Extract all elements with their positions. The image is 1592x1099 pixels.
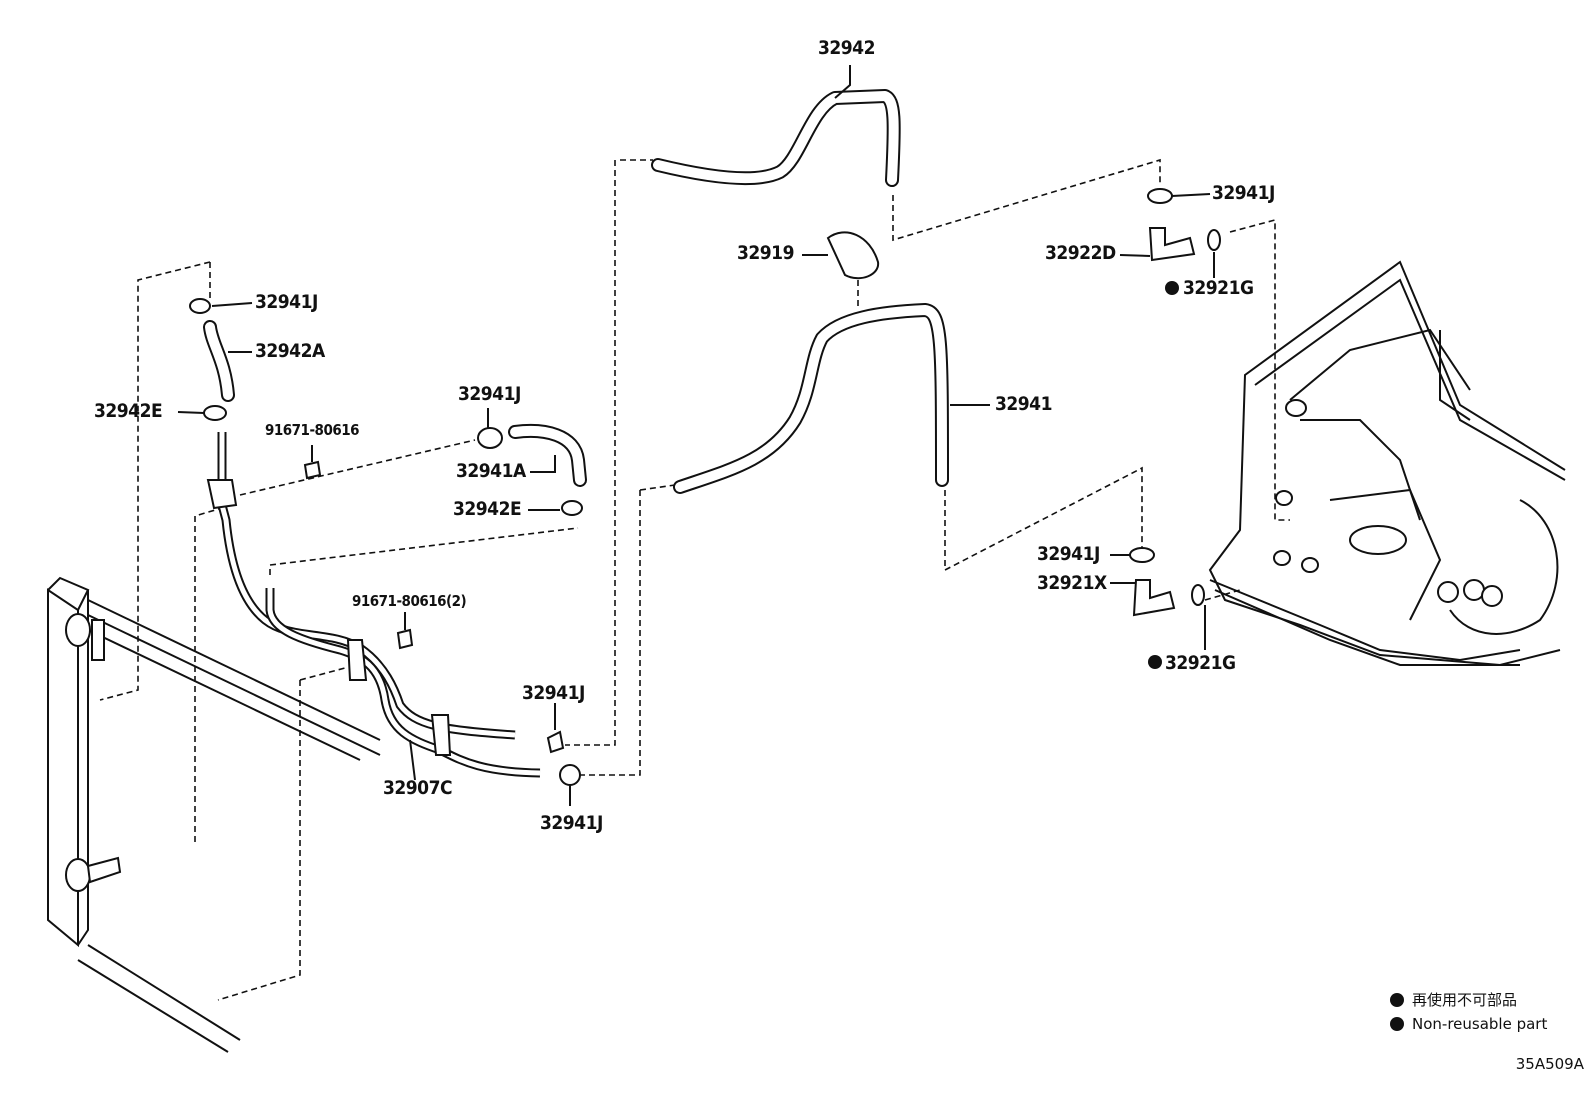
label-32941: 32941 <box>995 393 1052 415</box>
label-32941J-left-top: 32941J <box>255 291 318 313</box>
label-91671-80616-2: 91671-80616(2) <box>352 592 467 610</box>
bullet-icon <box>1390 993 1404 1007</box>
hose-32941A <box>508 423 587 487</box>
radiator <box>47 576 381 1053</box>
label-32942A: 32942A <box>255 340 325 362</box>
tube-assembly-32907C <box>206 432 541 778</box>
label-32941J-bottom-lower: 32941J <box>540 812 603 834</box>
bullet-icon <box>1390 1017 1404 1031</box>
hose-32942 <box>651 89 901 187</box>
label-32941J-mid: 32941J <box>458 383 521 405</box>
legend-japanese: 再使用不可部品 <box>1390 989 1517 1010</box>
small-parts <box>189 188 1221 786</box>
legend-english: Non-reusable part <box>1390 1015 1547 1033</box>
hose-32941 <box>673 303 949 494</box>
label-32941A: 32941A <box>456 460 526 482</box>
label-32942E-mid: 32942E <box>453 498 522 520</box>
dashed-guides <box>99 158 1290 1001</box>
label-32921X: 32921X <box>1037 572 1107 594</box>
label-32921G-upper: 32921G <box>1183 277 1254 299</box>
legend-japanese-text: 再使用不可部品 <box>1412 991 1518 1009</box>
hose-32942A <box>203 320 235 402</box>
label-32941J-top-right: 32941J <box>1212 182 1275 204</box>
label-32921G-lower: 32921G <box>1165 652 1236 674</box>
label-32919: 32919 <box>737 242 794 264</box>
label-32907C: 32907C <box>383 777 453 799</box>
label-32942: 32942 <box>818 37 875 59</box>
legend-english-text: Non-reusable part <box>1412 1015 1548 1033</box>
transmission-housing <box>1208 260 1566 667</box>
label-32941J-bottom-upper: 32941J <box>522 682 585 704</box>
label-32941J-lower-right: 32941J <box>1037 543 1100 565</box>
leader-lines <box>177 65 1215 806</box>
label-32942E-left: 32942E <box>94 400 163 422</box>
diagram-code: 35A509A <box>1515 1055 1584 1073</box>
label-91671-80616: 91671-80616 <box>265 421 360 439</box>
label-32922D: 32922D <box>1045 242 1116 264</box>
